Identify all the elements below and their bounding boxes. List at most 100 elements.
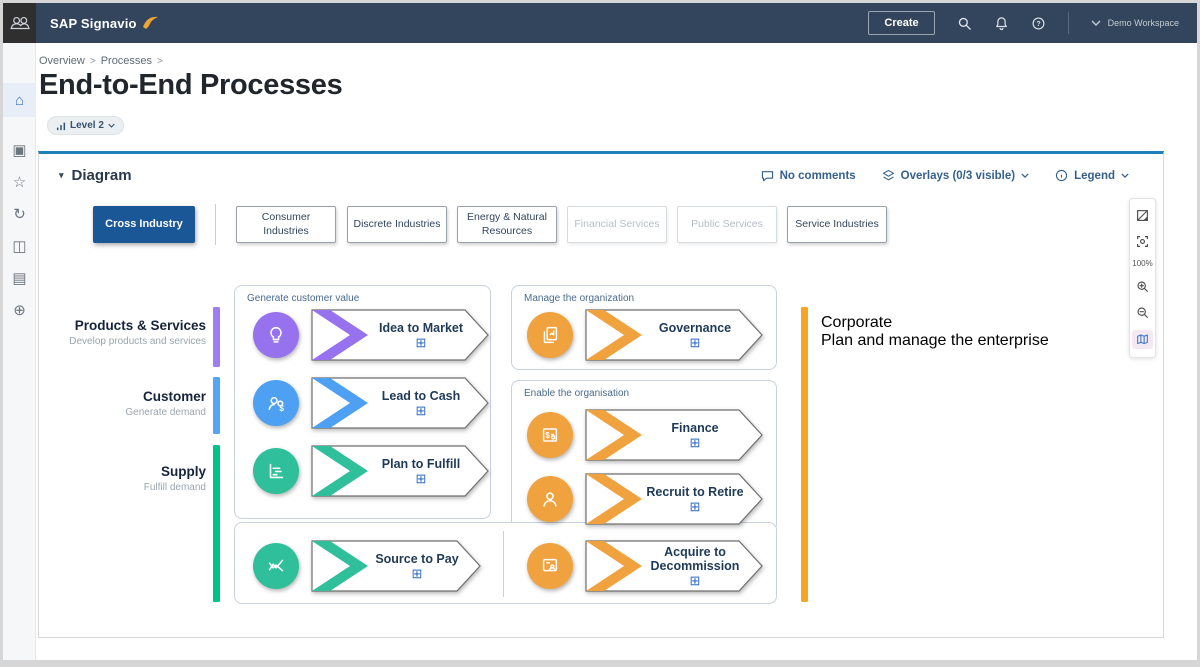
breadcrumb: Overview>Processes> (39, 55, 168, 67)
subprocess-link-icon[interactable]: ⊞ (689, 573, 701, 589)
lane-title: Corporate (821, 314, 893, 331)
process-label: Acquire to Decommission (650, 544, 740, 573)
subprocess-link-icon[interactable]: ⊞ (415, 335, 427, 351)
lane-bar-corporate (801, 307, 808, 602)
bulb-icon (253, 312, 299, 358)
sidebar-item-favorites[interactable]: ☆ (3, 167, 36, 197)
workspace-name: Demo Workspace (1107, 18, 1179, 28)
process-label: Source to Pay (375, 551, 459, 566)
lane-title: Customer (142, 389, 206, 404)
search-icon[interactable] (957, 16, 972, 31)
process-plan-to-fulfill[interactable]: Plan to Fulfill ⊞ (253, 445, 489, 497)
process-governance[interactable]: Governance ⊞ (527, 309, 763, 361)
lane-title: Supply (160, 464, 206, 479)
process-label: Governance (658, 320, 732, 335)
home-icon: ⌂ (14, 91, 25, 109)
zigzag-chart-icon (253, 543, 299, 589)
star-icon: ☆ (12, 174, 27, 191)
process-arrow-shape (585, 409, 763, 461)
subprocess-link-icon[interactable]: ⊞ (415, 471, 427, 487)
globe-icon: ⊕ (13, 302, 26, 319)
zoom-in-icon[interactable] (1132, 278, 1153, 294)
sidebar-item-processes[interactable]: ▣ (3, 135, 36, 165)
tab-energy-natural-resources[interactable]: Energy & Natural Resources (457, 206, 557, 243)
tab-financial-services[interactable]: Financial Services (567, 206, 667, 243)
comments-button[interactable]: No comments (761, 170, 856, 182)
help-icon[interactable]: ? (1031, 16, 1046, 31)
process-arrow-shape (311, 540, 481, 592)
group-label: Generate customer value (247, 293, 360, 304)
process-label: Plan to Fulfill (381, 456, 461, 471)
notifications-bell-icon[interactable] (994, 16, 1009, 31)
topbar-actions: Create ? Demo Works (868, 11, 1197, 35)
documents-icon (527, 312, 573, 358)
breadcrumb-processes[interactable]: Processes (100, 55, 153, 67)
lane-bar-customer (213, 377, 220, 434)
svg-text:$: $ (279, 404, 284, 413)
chevron-down-icon (1021, 173, 1029, 178)
bar-chart-icon (56, 122, 66, 130)
tab-cross-industry[interactable]: Cross Industry (93, 206, 195, 243)
lane-bar-supply (213, 445, 220, 602)
sidebar-item-dictionary[interactable]: ▤ (3, 263, 36, 293)
group-label: Enable the organisation (524, 388, 630, 399)
sidebar-item-history[interactable]: ↻ (3, 199, 36, 229)
app-window: SAP Signavio Create ? (3, 3, 1197, 660)
lane-customer: Customer Generate demand (59, 389, 206, 418)
zoom-level-label: 100% (1132, 259, 1153, 268)
export-image-icon[interactable] (1132, 207, 1153, 223)
process-label: Recruit to Retire (646, 484, 744, 499)
subprocess-link-icon[interactable]: ⊞ (689, 335, 701, 351)
process-lead-to-cash[interactable]: $ Lead to Cash ⊞ (253, 377, 489, 429)
tab-service-industries[interactable]: Service Industries (787, 206, 887, 243)
sidebar-item-network[interactable]: ⊕ (3, 295, 36, 325)
minimap-toggle-icon[interactable] (1132, 330, 1153, 349)
workspace-people-icon[interactable] (3, 3, 36, 43)
fit-to-screen-icon[interactable] (1132, 233, 1153, 249)
comment-icon (761, 170, 773, 181)
process-label: Lead to Cash (381, 388, 461, 403)
process-label: Finance (671, 420, 719, 435)
top-bar: SAP Signavio Create ? (3, 3, 1197, 43)
process-acquire-to-decommission[interactable]: Acquire to Decommission ⊞ (527, 540, 763, 592)
canvas-tool-palette: 100% (1129, 198, 1156, 358)
subprocess-link-icon[interactable]: ⊞ (415, 403, 427, 419)
tabs-divider (215, 204, 216, 245)
process-source-to-pay[interactable]: Source to Pay ⊞ (253, 540, 481, 592)
legend-dropdown[interactable]: Legend (1055, 169, 1129, 182)
process-arrow-shape (585, 309, 763, 361)
diagram-panel-toggle[interactable]: ▾ Diagram (59, 167, 132, 184)
create-button[interactable]: Create (868, 11, 935, 35)
overlays-label: Overlays (0/3 visible) (900, 169, 1016, 182)
lane-corporate: Corporate Plan and manage the enterprise (821, 314, 1049, 350)
sidebar-item-home[interactable]: ⌂ (3, 83, 36, 117)
subprocess-link-icon[interactable]: ⊞ (689, 499, 701, 515)
level-filter-badge[interactable]: Level 2 (47, 116, 124, 135)
finance-card-icon: $ (527, 412, 573, 458)
gantt-icon (253, 448, 299, 494)
zoom-out-icon[interactable] (1132, 304, 1153, 320)
diagram-panel: ▾ Diagram No comments Overlays (0/3 visi… (38, 151, 1164, 638)
process-arrow-shape (585, 473, 763, 525)
share-icon: ◫ (12, 238, 27, 255)
book-icon: ▤ (12, 270, 27, 287)
tab-consumer-industries[interactable]: Consumer Industries (236, 206, 336, 243)
brand-text: SAP Signavio (50, 15, 137, 31)
workspace-switcher[interactable]: Demo Workspace (1091, 18, 1179, 28)
overlays-dropdown[interactable]: Overlays (0/3 visible) (882, 169, 1029, 182)
tab-discrete-industries[interactable]: Discrete Industries (347, 206, 447, 243)
lane-bar-products-services (213, 307, 220, 367)
process-idea-to-market[interactable]: Idea to Market ⊞ (253, 309, 489, 361)
comments-label: No comments (779, 169, 856, 182)
subprocess-link-icon[interactable]: ⊞ (689, 435, 701, 451)
process-finance[interactable]: $ Finance ⊞ (527, 409, 763, 461)
breadcrumb-overview[interactable]: Overview (39, 55, 85, 67)
subprocess-link-icon[interactable]: ⊞ (411, 566, 423, 582)
process-recruit-to-retire[interactable]: Recruit to Retire ⊞ (527, 473, 763, 525)
breadcrumb-separator: > (157, 56, 163, 67)
chevron-down-icon (1121, 173, 1129, 178)
topbar-divider (1067, 12, 1069, 34)
sidebar-item-share[interactable]: ◫ (3, 231, 36, 261)
tab-public-services[interactable]: Public Services (677, 206, 777, 243)
history-icon: ↻ (13, 206, 26, 223)
